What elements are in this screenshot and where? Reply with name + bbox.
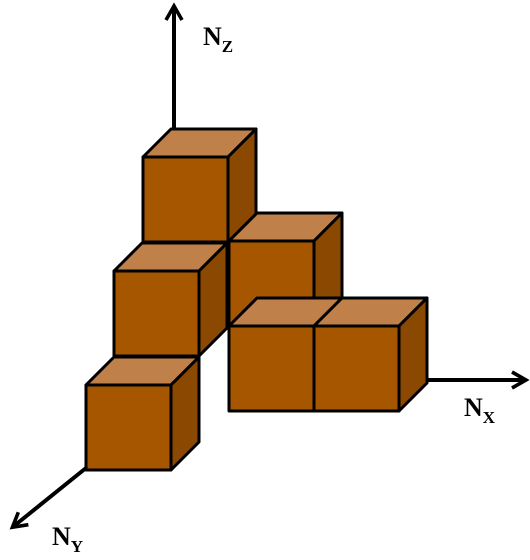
cube-middle-front <box>112 241 229 358</box>
cube-bottom-back-right <box>312 296 429 413</box>
z-axis-label: NZ <box>203 22 233 56</box>
y-axis-letter: N <box>52 522 71 551</box>
cube-front-face <box>227 324 316 413</box>
cube-bottom-front <box>84 355 201 472</box>
cube-front-face <box>84 383 173 472</box>
y-axis-subscript: Y <box>71 537 83 556</box>
x-axis-letter: N <box>464 393 483 422</box>
x-axis-label: NX <box>464 393 496 427</box>
cube-top-back <box>141 127 258 244</box>
cube-stack <box>84 127 429 472</box>
cube-front-face <box>141 155 230 244</box>
z-axis-letter: N <box>203 22 222 51</box>
z-axis-subscript: Z <box>222 37 233 56</box>
y-axis-arrow <box>9 466 88 530</box>
y-axis-label: NY <box>52 522 83 556</box>
cube-front-face <box>112 269 201 358</box>
x-axis-subscript: X <box>483 408 496 427</box>
cube-front-face <box>312 324 401 413</box>
